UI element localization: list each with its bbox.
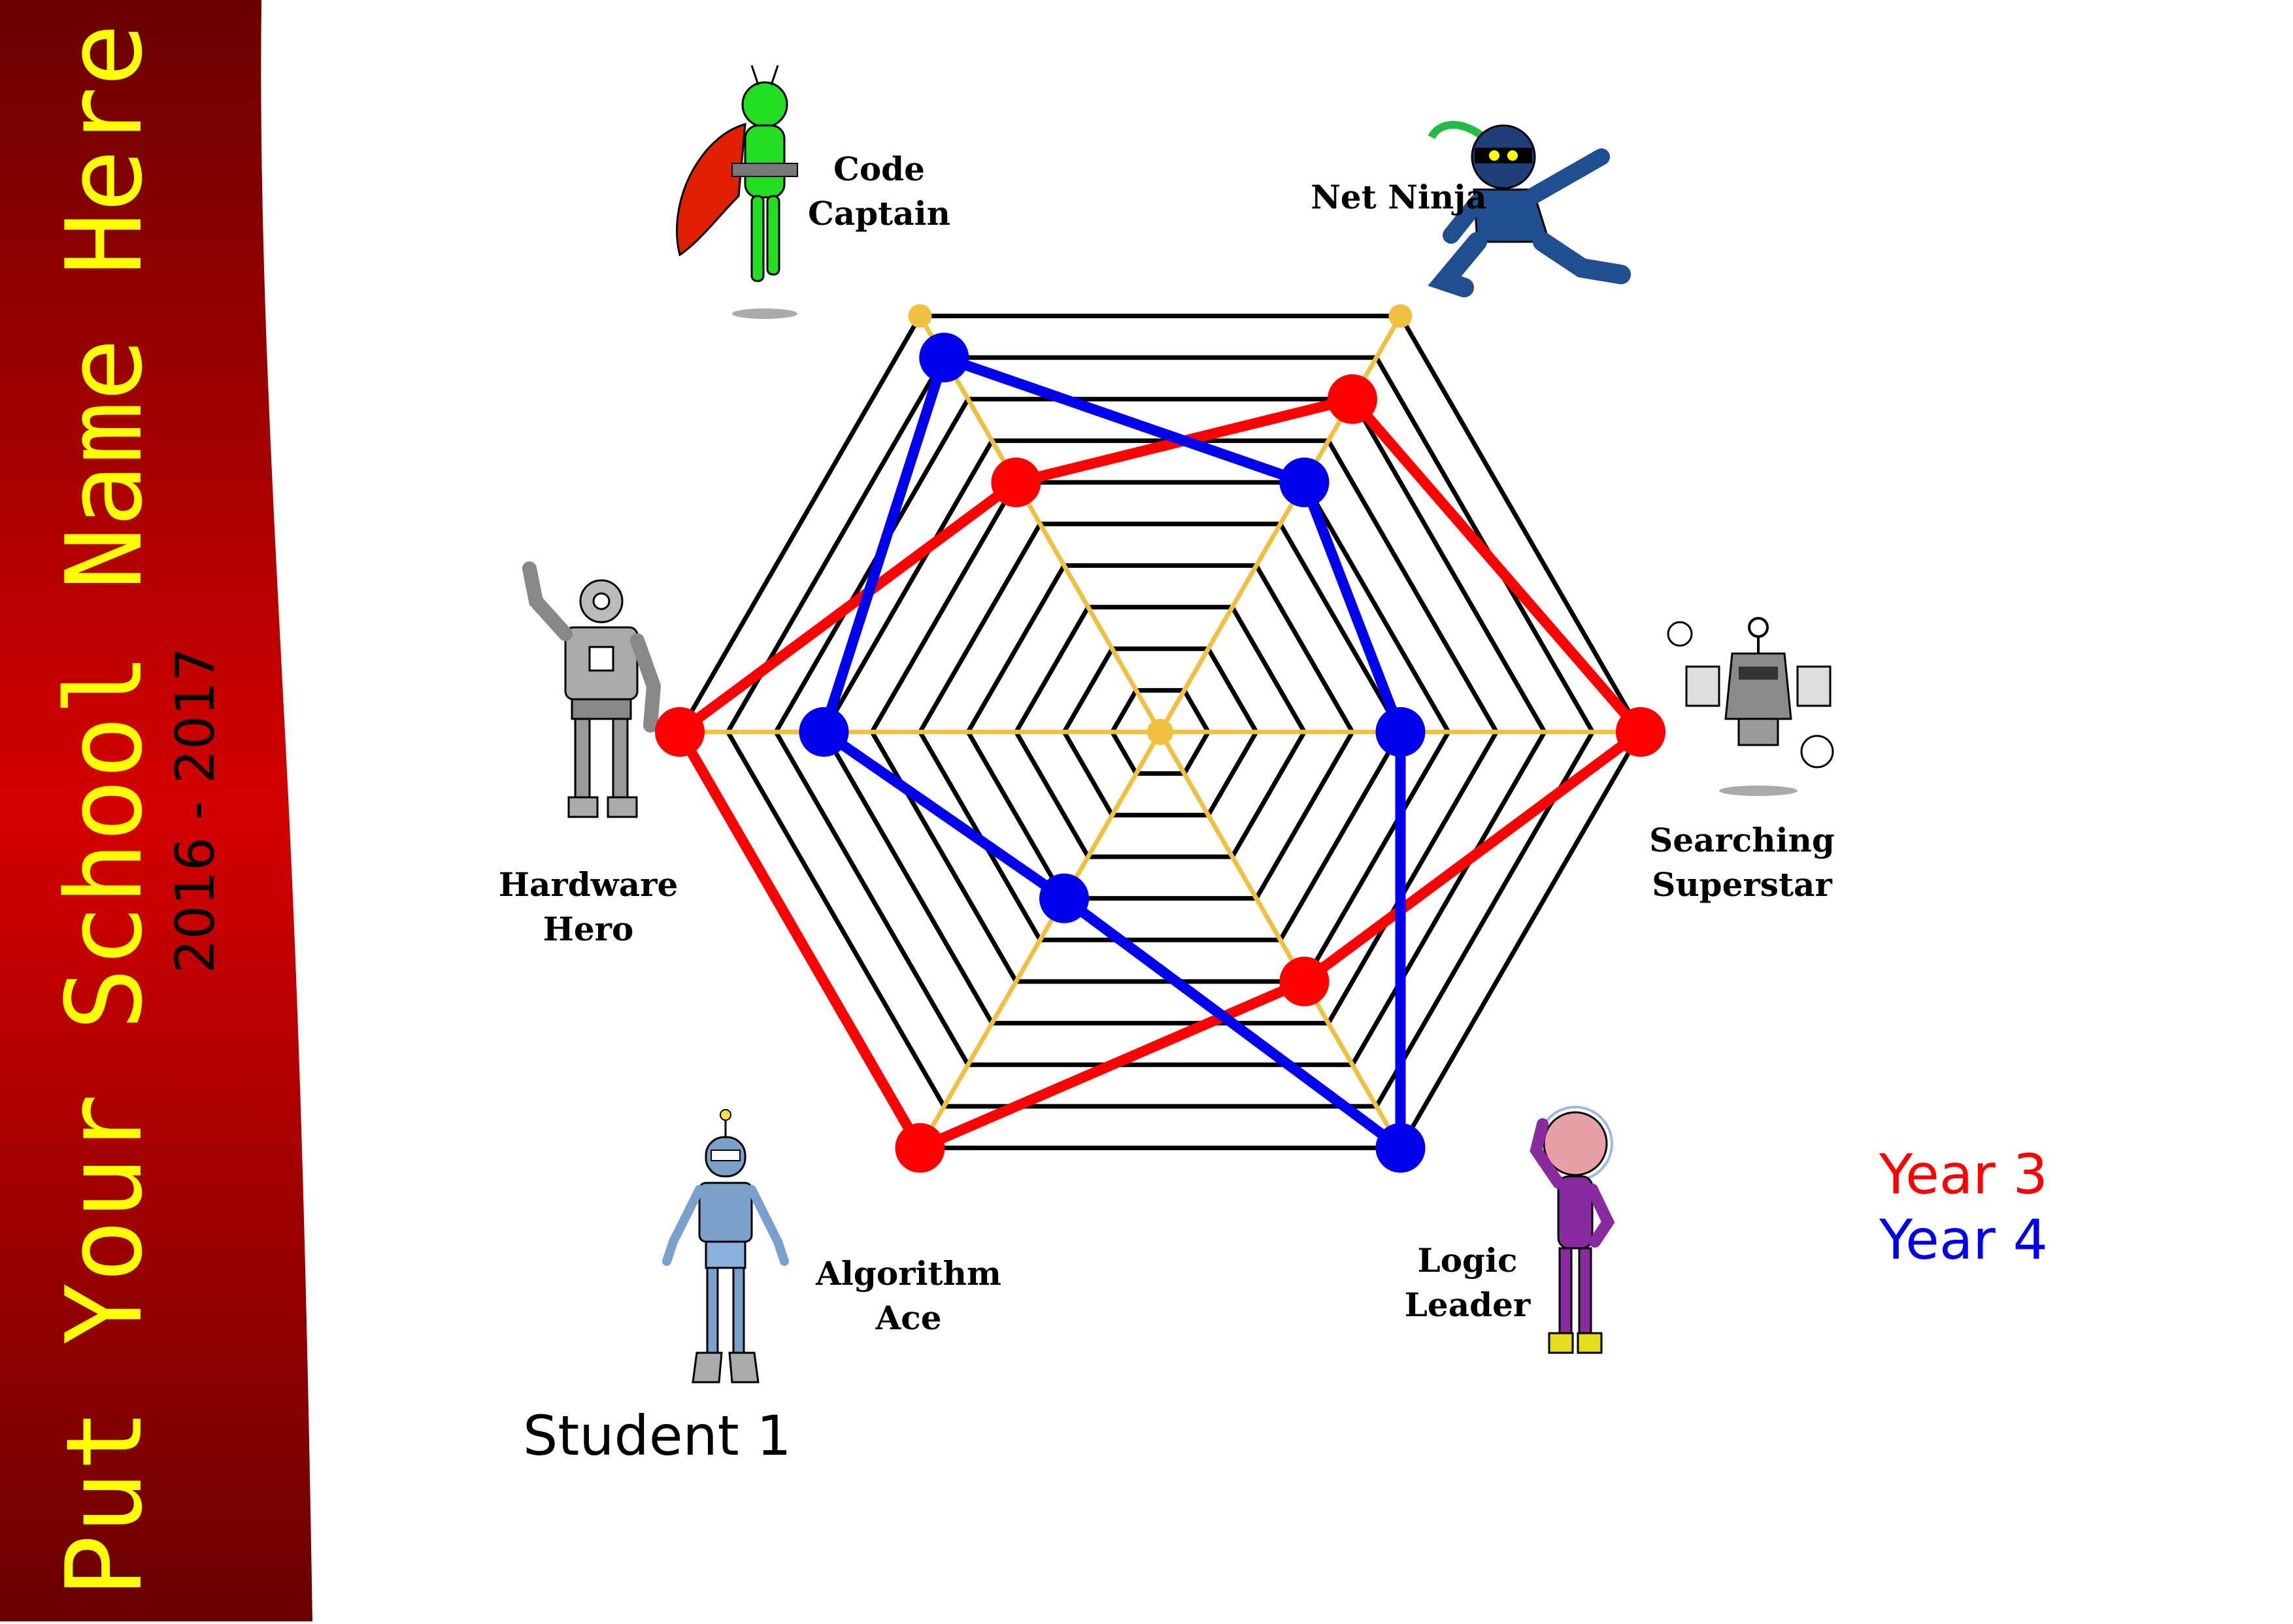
- axis-line: [918, 314, 1163, 733]
- data-point: [1375, 707, 1426, 757]
- data-point: [655, 707, 705, 757]
- data-point: [1616, 707, 1665, 757]
- data-point: [1039, 873, 1089, 923]
- axis-line: [1158, 731, 1403, 1150]
- data-point: [991, 457, 1041, 508]
- student-name: Student 1: [523, 1404, 792, 1468]
- axis-label: Hardware Hero: [498, 865, 678, 948]
- legend-year-4: Year 4: [1879, 1208, 2048, 1272]
- axis-end-dot: [1388, 304, 1413, 328]
- data-point: [919, 333, 969, 383]
- axis-label: Algorithm Ace: [816, 1254, 1001, 1337]
- data-point: [1279, 956, 1330, 1006]
- cyborg-icon: [522, 561, 661, 818]
- axis-line: [918, 731, 1163, 1150]
- data-point: [1279, 457, 1330, 508]
- brain-hero-icon: [1530, 1106, 1615, 1354]
- axis-label: Searching Superstar: [1649, 821, 1835, 904]
- character-illustrations: [522, 65, 1834, 1384]
- legend-year-3: Year 3: [1879, 1142, 2048, 1206]
- axis-label: Logic Leader: [1404, 1241, 1531, 1324]
- sidebar-background: [0, 0, 312, 1621]
- axis-end-dot: [908, 304, 932, 328]
- axis-center-dot: [1147, 719, 1173, 745]
- data-point: [895, 1123, 945, 1173]
- search-robot-icon: [1667, 617, 1834, 796]
- sidebar-banner: Put Your School Name Here 2016 - 2017: [0, 0, 327, 1621]
- ninja-icon: [1428, 121, 1631, 297]
- tin-robot-icon: [662, 1109, 789, 1384]
- data-point: [799, 707, 849, 757]
- series-year-4: [799, 333, 1426, 1173]
- series-year-3: [655, 374, 1665, 1173]
- axis-label: Code Captain: [808, 150, 950, 233]
- alien-hero-icon: [676, 65, 798, 319]
- data-point: [1328, 374, 1377, 424]
- radar-series: [655, 333, 1665, 1173]
- data-point: [1375, 1123, 1426, 1173]
- axis-label: Net Ninja: [1311, 178, 1487, 216]
